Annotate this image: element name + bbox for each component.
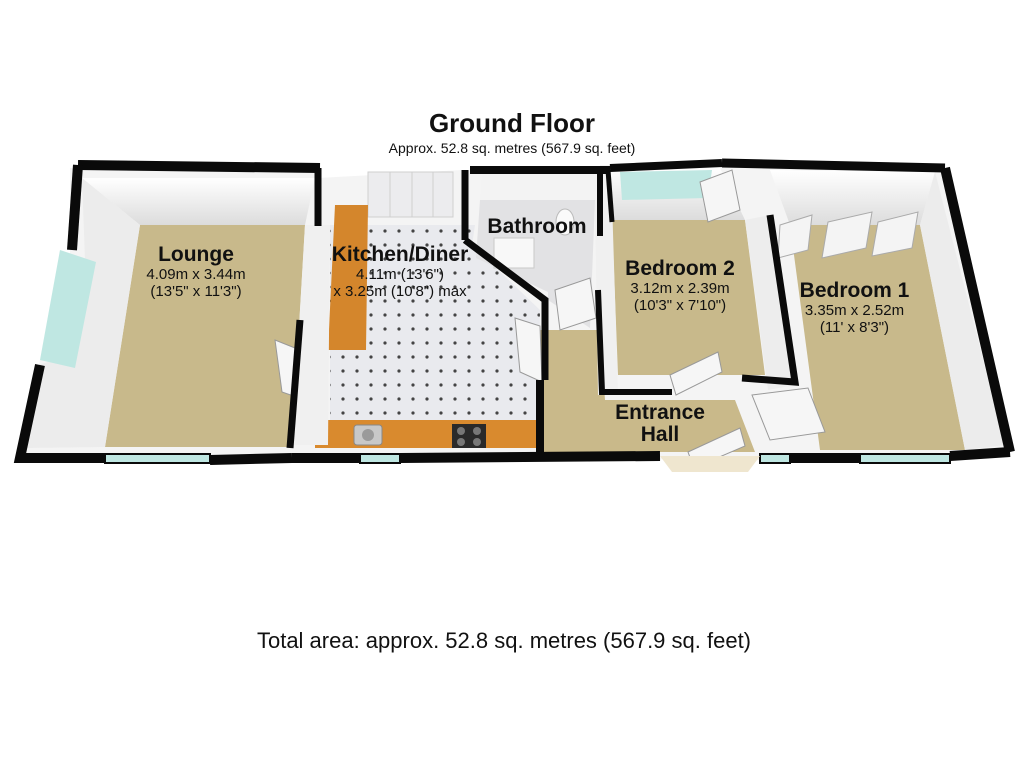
- kitchen-tall-cupboards: [367, 171, 454, 218]
- window: [104, 453, 211, 464]
- entrance-step: [660, 456, 760, 472]
- door: [554, 277, 597, 331]
- door: [699, 169, 741, 223]
- room-label-bathroom: Bathroom: [476, 216, 598, 238]
- room-name: Lounge: [158, 243, 234, 266]
- room-dimensions-imperial: (11' x 8'3"): [819, 319, 890, 336]
- room-dimensions-imperial: (10'3" x 7'10"): [633, 297, 727, 314]
- door: [669, 351, 723, 396]
- room-dimensions-imperial: (13'5" x 11'3"): [150, 283, 242, 300]
- partition: [292, 225, 330, 445]
- wardrobe-door: [777, 214, 813, 259]
- lounge-floor: [105, 225, 305, 447]
- room-dimensions-imperial: x 3.25m (10'8") max: [333, 283, 467, 300]
- room-dimensions: 4.11m (13'6"): [356, 266, 444, 283]
- bedroom1-floor: [790, 225, 965, 450]
- kitchen-bottom-counter: [315, 420, 537, 448]
- bathroom-back-wall: [480, 172, 598, 200]
- window: [359, 453, 401, 464]
- bedroom1-right-wall: [920, 172, 1005, 450]
- room-dimensions: 4.09m x 3.44m: [146, 266, 246, 283]
- floor-title: Ground Floor: [428, 108, 596, 138]
- kitchen-side-counter: [328, 205, 368, 350]
- room-label-bedroom1: Bedroom 1 3.35m x 2.52m (11' x 8'3"): [782, 279, 927, 337]
- door: [751, 387, 826, 441]
- window: [859, 453, 951, 464]
- hob: [452, 424, 486, 448]
- room-label-lounge: Lounge 4.09m x 3.44m (13'5" x 11'3"): [132, 243, 260, 301]
- room-name-line1: Entrance: [615, 401, 705, 424]
- bedroom2-floor: [612, 220, 765, 375]
- room-name: Kitchen/Diner: [331, 243, 469, 266]
- room-label-bedroom2: Bedroom 2 3.12m x 2.39m (10'3" x 7'10"): [610, 257, 750, 315]
- bedroom1-back-wall: [770, 170, 935, 225]
- room-dimensions: 3.12m x 2.39m: [630, 280, 730, 297]
- wardrobe-door: [871, 211, 919, 257]
- lounge-wall-face: [82, 178, 315, 225]
- kitchen-floor: [330, 225, 540, 445]
- room-dimensions: 3.35m x 2.52m: [804, 302, 905, 319]
- room-label-entrance: Entrance Hall: [600, 402, 720, 446]
- toilet: [555, 208, 575, 236]
- room-name: Bathroom: [487, 215, 587, 238]
- bedroom2-window: [620, 170, 712, 200]
- room-name-line2: Hall: [640, 423, 680, 446]
- room-name: Bedroom 2: [625, 257, 735, 280]
- room-name: Bedroom 1: [799, 279, 910, 302]
- lounge-window-left: [40, 250, 96, 368]
- wardrobe-door: [821, 211, 873, 259]
- entrance-floor: [540, 330, 755, 452]
- floor-subtitle: Approx. 52.8 sq. metres (567.9 sq. feet): [388, 140, 636, 156]
- total-area: Total area: approx. 52.8 sq. metres (567…: [256, 628, 752, 653]
- window: [759, 453, 791, 464]
- partition: [745, 215, 795, 390]
- room-label-kitchen: Kitchen/Diner 4.11m (13'6") x 3.25m (10'…: [310, 243, 490, 301]
